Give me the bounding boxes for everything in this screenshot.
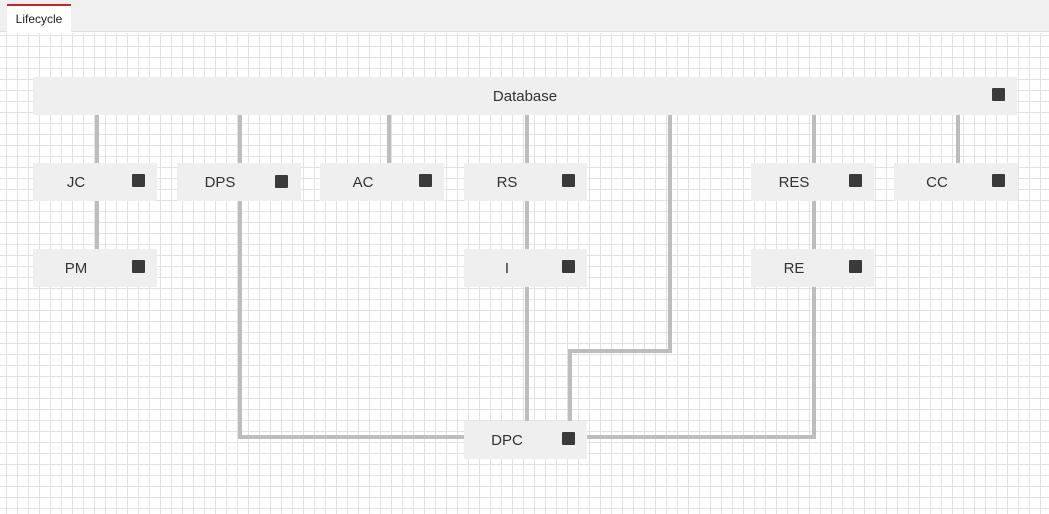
node-ac[interactable]: AC [320,163,444,201]
tab-lifecycle[interactable]: Lifecycle [7,4,71,32]
node-jc-label: JC [66,173,86,191]
node-dpc-handle-icon[interactable] [562,432,575,445]
node-jc[interactable]: JC [33,163,157,201]
node-jc-handle-icon[interactable] [132,174,145,187]
node-rs-handle-icon[interactable] [562,174,575,187]
node-res-label: RES [778,173,810,191]
node-pm-label: PM [64,259,88,277]
node-rs[interactable]: RS [464,163,587,201]
node-res[interactable]: RES [751,163,874,201]
node-cc-label: CC [926,173,948,191]
node-re-handle-icon[interactable] [849,260,862,273]
node-re-label: RE [783,259,805,277]
node-i[interactable]: I [464,249,587,287]
node-i-label: I [504,259,510,277]
node-dpc-label: DPC [491,431,523,449]
node-dpc[interactable]: DPC [464,421,587,459]
node-cc[interactable]: CC [894,163,1018,201]
node-ac-label: AC [352,173,374,191]
node-database-label: Database [492,87,558,105]
node-res-handle-icon[interactable] [849,174,862,187]
node-i-handle-icon[interactable] [562,260,575,273]
node-dps[interactable]: DPS [177,163,301,201]
node-ac-handle-icon[interactable] [419,174,432,187]
node-dps-handle-icon[interactable] [275,175,288,188]
tab-bar: Lifecycle [0,0,1049,32]
node-dps-label: DPS [204,173,236,191]
node-re[interactable]: RE [751,249,874,287]
node-pm-handle-icon[interactable] [132,260,145,273]
node-pm[interactable]: PM [33,249,157,287]
node-cc-handle-icon[interactable] [992,174,1005,187]
node-database[interactable]: Database [33,77,1017,115]
node-rs-label: RS [496,173,518,191]
node-database-handle-icon[interactable] [992,88,1005,101]
